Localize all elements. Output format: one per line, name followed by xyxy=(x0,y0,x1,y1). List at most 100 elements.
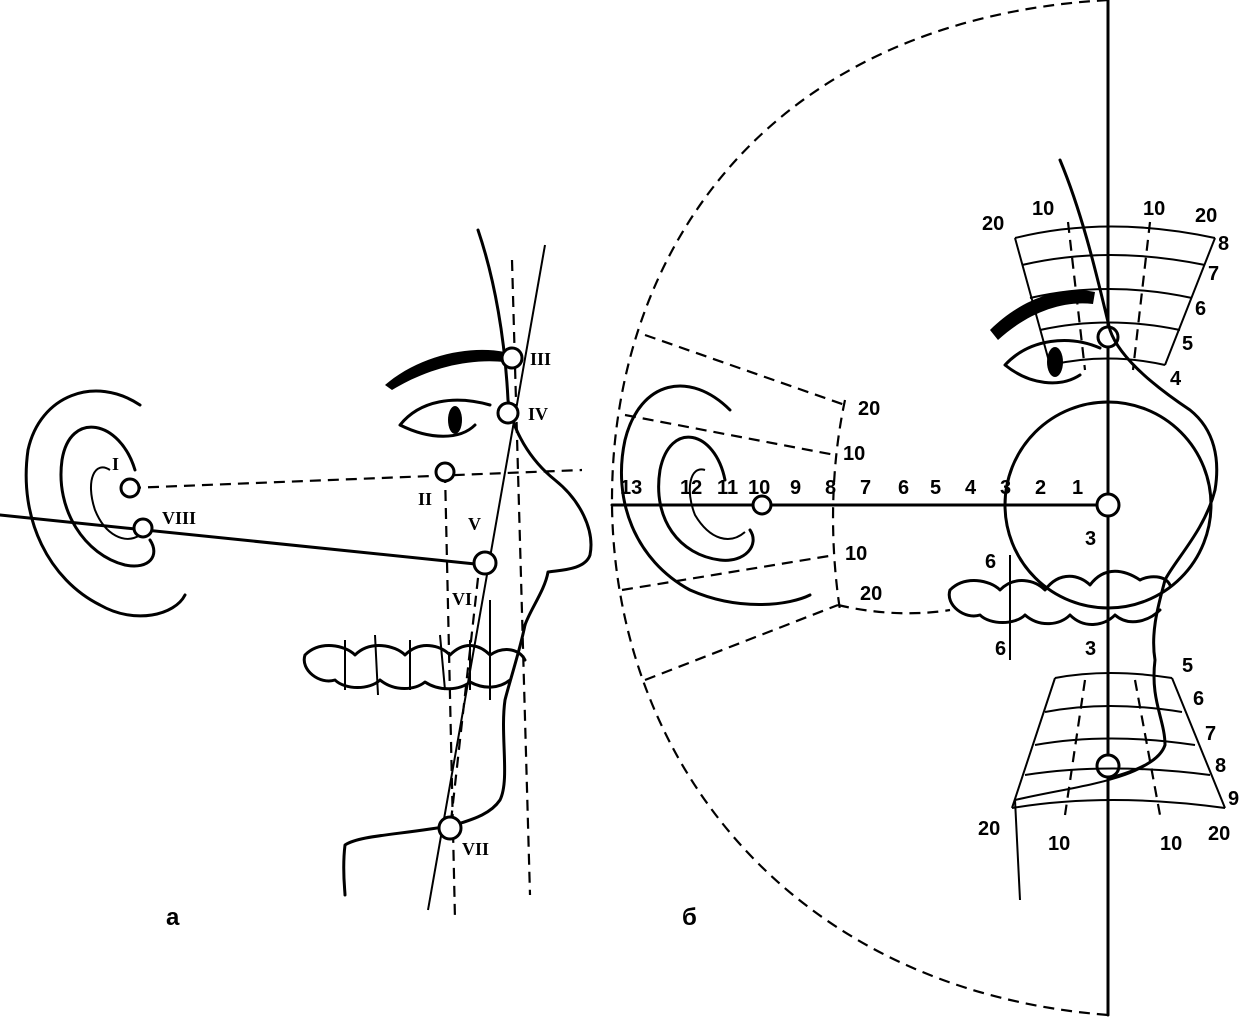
forehead-arc-8 xyxy=(1014,225,1216,239)
line-vi-vii xyxy=(448,559,482,831)
forehead-scale-5: 5 xyxy=(1182,333,1193,355)
teeth-b xyxy=(947,569,1172,626)
ear-helix-a xyxy=(90,466,141,540)
vertical-line-iv xyxy=(510,259,532,896)
chin-dash-right xyxy=(1133,679,1162,816)
point-viii xyxy=(132,517,154,539)
point-iv xyxy=(496,401,520,425)
panel-b: 13 12 11 10 9 8 7 6 5 4 3 2 1 20 10 10 2… xyxy=(610,0,1239,1017)
scale-5: 5 xyxy=(930,477,941,499)
scale-12: 12 xyxy=(680,477,702,499)
scale-2: 2 xyxy=(1035,477,1046,499)
ear-sector-10 xyxy=(624,413,836,457)
point-center-b xyxy=(1095,492,1121,518)
forehead-angle-10-left: 10 xyxy=(1032,198,1054,220)
point-iii xyxy=(500,346,524,370)
ear-label-10-top: 10 xyxy=(843,443,865,465)
forehead-dash-left xyxy=(1066,221,1087,371)
ear-sector-arc xyxy=(831,399,847,611)
chin-arc-7 xyxy=(1034,737,1196,746)
chin-angle-10-left: 10 xyxy=(1048,833,1070,855)
chin-scale-7: 7 xyxy=(1205,723,1216,745)
eye-a xyxy=(398,398,492,438)
chin-arc-8 xyxy=(1024,767,1211,776)
forehead-edge-left xyxy=(1014,237,1051,366)
pupil-b xyxy=(1047,347,1063,377)
chin-arc-5 xyxy=(1054,672,1173,679)
label-v: V xyxy=(468,514,481,534)
scale-8: 8 xyxy=(825,477,836,499)
scale-7: 7 xyxy=(860,477,871,499)
ear-label-20-top: 20 xyxy=(858,398,880,420)
label-iv: IV xyxy=(528,404,548,424)
forehead-angle-10-right: 10 xyxy=(1143,198,1165,220)
ear-outline-b xyxy=(620,384,812,606)
scale-11: 11 xyxy=(717,477,738,499)
forehead-scale-8: 8 xyxy=(1218,233,1229,255)
ear-to-teeth xyxy=(837,603,951,615)
forehead-angle-20-right: 20 xyxy=(1195,205,1217,227)
ear-sector-bottom xyxy=(644,603,839,682)
ear-sector-top xyxy=(644,333,846,407)
ear-outline-a xyxy=(24,389,187,618)
label-viii: VIII xyxy=(162,508,196,528)
ear-label-20-bottom: 20 xyxy=(860,583,882,605)
scale-13: 13 xyxy=(620,477,642,499)
ear-label-10-bottom: 10 xyxy=(845,543,867,565)
ear-inner-b xyxy=(657,435,755,562)
chin-scale-6: 6 xyxy=(1193,688,1204,710)
caption-b: б xyxy=(682,904,697,931)
chin-arc-6 xyxy=(1044,705,1183,713)
chin-edge-left xyxy=(1011,677,1056,809)
chin-angle-20-right: 20 xyxy=(1208,823,1230,845)
forehead-arc-7 xyxy=(1021,254,1206,266)
outer-dashed-arc xyxy=(610,0,1109,1017)
point-ear-b xyxy=(751,494,773,516)
eye-b xyxy=(1003,339,1102,385)
forehead-arc-5 xyxy=(1039,321,1181,331)
chin-dash-left xyxy=(1063,679,1087,816)
teeth-label-6-upper: 6 xyxy=(985,551,996,573)
forehead-dash-right xyxy=(1131,221,1152,371)
chin-arc-9 xyxy=(1011,799,1226,809)
face-profile-a xyxy=(476,228,593,627)
pupil-a xyxy=(448,406,462,434)
scale-4: 4 xyxy=(965,477,977,499)
ear-helix-b xyxy=(688,468,746,540)
eyebrow-a xyxy=(385,349,505,390)
chin-angle-20-left: 20 xyxy=(978,818,1000,840)
eyebrow-b xyxy=(990,290,1095,340)
ear-inner-a xyxy=(59,425,156,568)
label-vii: VII xyxy=(462,839,489,859)
teeth-label-3-lower: 3 xyxy=(1085,638,1096,660)
scale-10: 10 xyxy=(748,477,770,499)
forehead-scale-6: 6 xyxy=(1195,298,1206,320)
label-i: I xyxy=(112,454,119,474)
forehead-arc-4 xyxy=(1049,357,1166,366)
point-v xyxy=(472,550,498,576)
ref-line-viii-v xyxy=(0,513,487,567)
vertical-line-ii xyxy=(443,471,457,921)
lip-chin-a xyxy=(342,623,527,897)
chin-scale-5: 5 xyxy=(1182,655,1193,677)
label-ii: II xyxy=(418,489,432,509)
caption-a: а xyxy=(166,904,180,931)
point-i xyxy=(119,477,141,499)
chin-edge-right xyxy=(1171,677,1226,809)
panel-a: I II III IV V VI VII VIII а xyxy=(0,228,593,931)
label-vi: VI xyxy=(452,589,472,609)
forehead-angle-20-left: 20 xyxy=(982,213,1004,235)
chin-jaw-b xyxy=(1014,744,1166,901)
molar-lines-a xyxy=(344,600,491,700)
teeth-a xyxy=(302,644,527,691)
scale-3: 3 xyxy=(1000,477,1011,499)
face-profile-b xyxy=(1058,158,1219,780)
teeth-label-6-lower: 6 xyxy=(995,638,1006,660)
chin-scale-9: 9 xyxy=(1228,788,1239,810)
label-iii: III xyxy=(530,349,551,369)
forehead-scale-7: 7 xyxy=(1208,263,1219,285)
point-vii xyxy=(437,815,463,841)
point-chin-b xyxy=(1095,753,1121,779)
